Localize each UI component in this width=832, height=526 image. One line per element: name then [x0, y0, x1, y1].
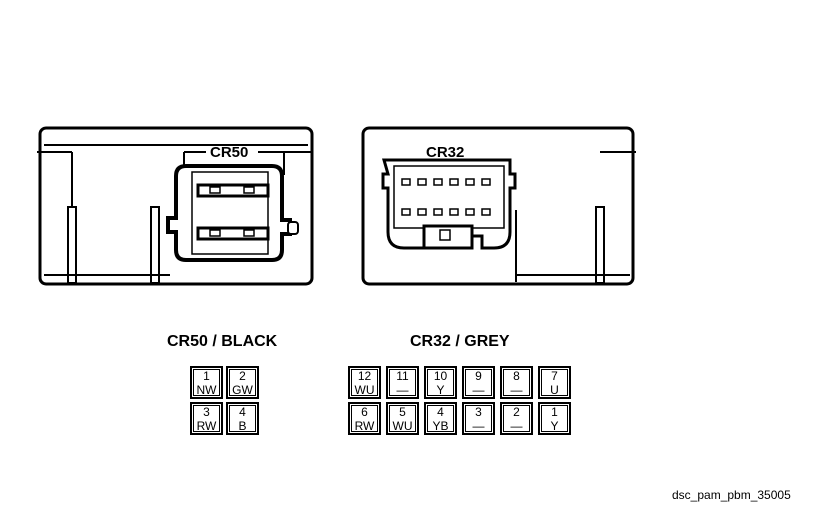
- pin-wire-color: RW: [354, 418, 375, 433]
- pin-cell: 11—: [386, 366, 419, 399]
- pin-wire-color: WU: [392, 418, 413, 433]
- pin-number: 10: [433, 368, 448, 383]
- cr32-pinout-title: CR32 / GREY: [410, 333, 510, 350]
- pin-wire-color: WU: [354, 382, 375, 397]
- pin-number: 6: [361, 404, 368, 419]
- pin-inner: 2—: [503, 404, 530, 433]
- pin-wire-color: —: [396, 382, 409, 397]
- pin-number: 3: [475, 404, 482, 419]
- cr32-connector-label: CR32: [426, 144, 464, 161]
- cr32-housing: [361, 126, 636, 286]
- pin-number: 1: [203, 368, 210, 383]
- pin-number: 3: [203, 404, 210, 419]
- pin-number: 1: [551, 404, 558, 419]
- pin-wire-color: —: [510, 382, 523, 397]
- pin-number: 5: [399, 404, 406, 419]
- pin-inner: 8—: [503, 368, 530, 397]
- pin-wire-color: Y: [436, 382, 445, 397]
- pin-number: 4: [239, 404, 246, 419]
- pin-inner: 11—: [389, 368, 416, 397]
- pin-wire-color: —: [472, 418, 485, 433]
- pin-number: 8: [513, 368, 520, 383]
- pin-number: 7: [551, 368, 558, 383]
- pin-cell: 2—: [500, 402, 533, 435]
- pin-cell: 8—: [500, 366, 533, 399]
- cr50-pinout-title: CR50 / BLACK: [167, 333, 278, 350]
- pin-inner: 9—: [465, 368, 492, 397]
- diagram-code: dsc_pam_pbm_35005: [672, 488, 791, 502]
- pin-number: 12: [357, 368, 372, 383]
- pin-wire-color: —: [472, 382, 485, 397]
- pin-wire-color: NW: [196, 382, 217, 397]
- pin-cell: 9—: [462, 366, 495, 399]
- pin-number: 2: [239, 368, 246, 383]
- pin-number: 2: [513, 404, 520, 419]
- pin-wire-color: U: [550, 382, 559, 397]
- pin-number: 9: [475, 368, 482, 383]
- pin-wire-color: GW: [232, 382, 253, 397]
- pin-number: 4: [437, 404, 444, 419]
- pin-wire-color: B: [238, 418, 247, 433]
- cr50-connector-label: CR50: [210, 144, 248, 161]
- pin-wire-color: Y: [550, 418, 559, 433]
- pin-inner: 3—: [465, 404, 492, 433]
- pin-cell: 3—: [462, 402, 495, 435]
- pin-wire-color: —: [510, 418, 523, 433]
- pin-number: 11: [396, 368, 409, 383]
- pin-wire-color: YB: [432, 418, 449, 433]
- pin-wire-color: RW: [196, 418, 217, 433]
- cr50-housing: [37, 126, 314, 286]
